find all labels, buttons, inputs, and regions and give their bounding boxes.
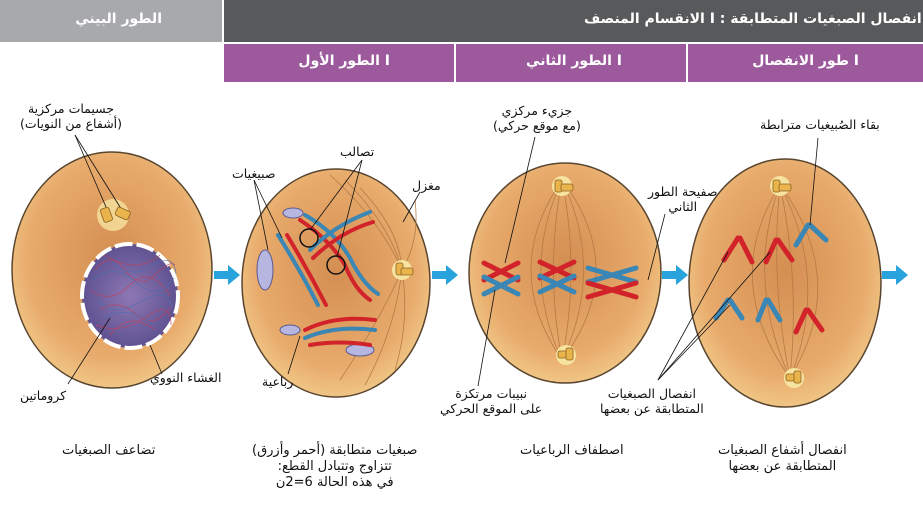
label-nuclear-envelope: الغشاء النووي bbox=[150, 370, 222, 385]
label-centromere: جزيء مركزي(مع موقع حركي) bbox=[493, 103, 581, 133]
cell-anaphase bbox=[688, 158, 882, 408]
label-spindle: مغزل bbox=[412, 178, 441, 193]
arrow-4 bbox=[882, 265, 908, 285]
stage-prophase: الطور الأول I bbox=[298, 53, 390, 69]
stage-anaphase: طور الانفصال I bbox=[752, 53, 859, 69]
label-centrosomes: جسيمات مركزية(أشفاع من النويات) bbox=[20, 101, 123, 131]
stage-bar-anaphase: طور الانفصال I bbox=[688, 44, 923, 82]
cell-interphase bbox=[11, 151, 213, 389]
stage-bar-metaphase: الطور الثاني I bbox=[456, 44, 686, 82]
caption-metaphase: اصطفاف الرباعيات bbox=[520, 443, 624, 458]
caption-prophase: صبغيات متطابقة (أحمر وأزرق)تتزاوج وتتباد… bbox=[252, 443, 418, 490]
stage-metaphase: الطور الثاني I bbox=[526, 53, 622, 69]
interphase-title: الطور البيني bbox=[75, 11, 162, 27]
label-sister-chromatids: بقاء الصُبيغيات مترابطة bbox=[760, 117, 880, 132]
cell-metaphase bbox=[468, 162, 662, 384]
label-chromosomes: صبيغيات bbox=[232, 166, 276, 181]
arrow-1 bbox=[214, 265, 240, 285]
meiosis-title: الانقسام المنصف I : انفصال الصبغيات المت… bbox=[584, 11, 922, 27]
arrow-2 bbox=[432, 265, 458, 285]
interphase-header: الطور البيني bbox=[0, 0, 222, 42]
caption-interphase: تضاعف الصبغيات bbox=[62, 443, 156, 458]
label-chiasmata: تصالب bbox=[340, 144, 375, 159]
arrow-3 bbox=[662, 265, 688, 285]
cell-prophase bbox=[241, 168, 431, 398]
label-chromatin: كروماتين bbox=[20, 388, 67, 403]
meiosis-header: الانقسام المنصف I : انفصال الصبغيات المت… bbox=[224, 0, 923, 42]
label-tetrad: رباعية bbox=[262, 374, 294, 389]
stage-bar-prophase: الطور الأول I bbox=[224, 44, 454, 82]
